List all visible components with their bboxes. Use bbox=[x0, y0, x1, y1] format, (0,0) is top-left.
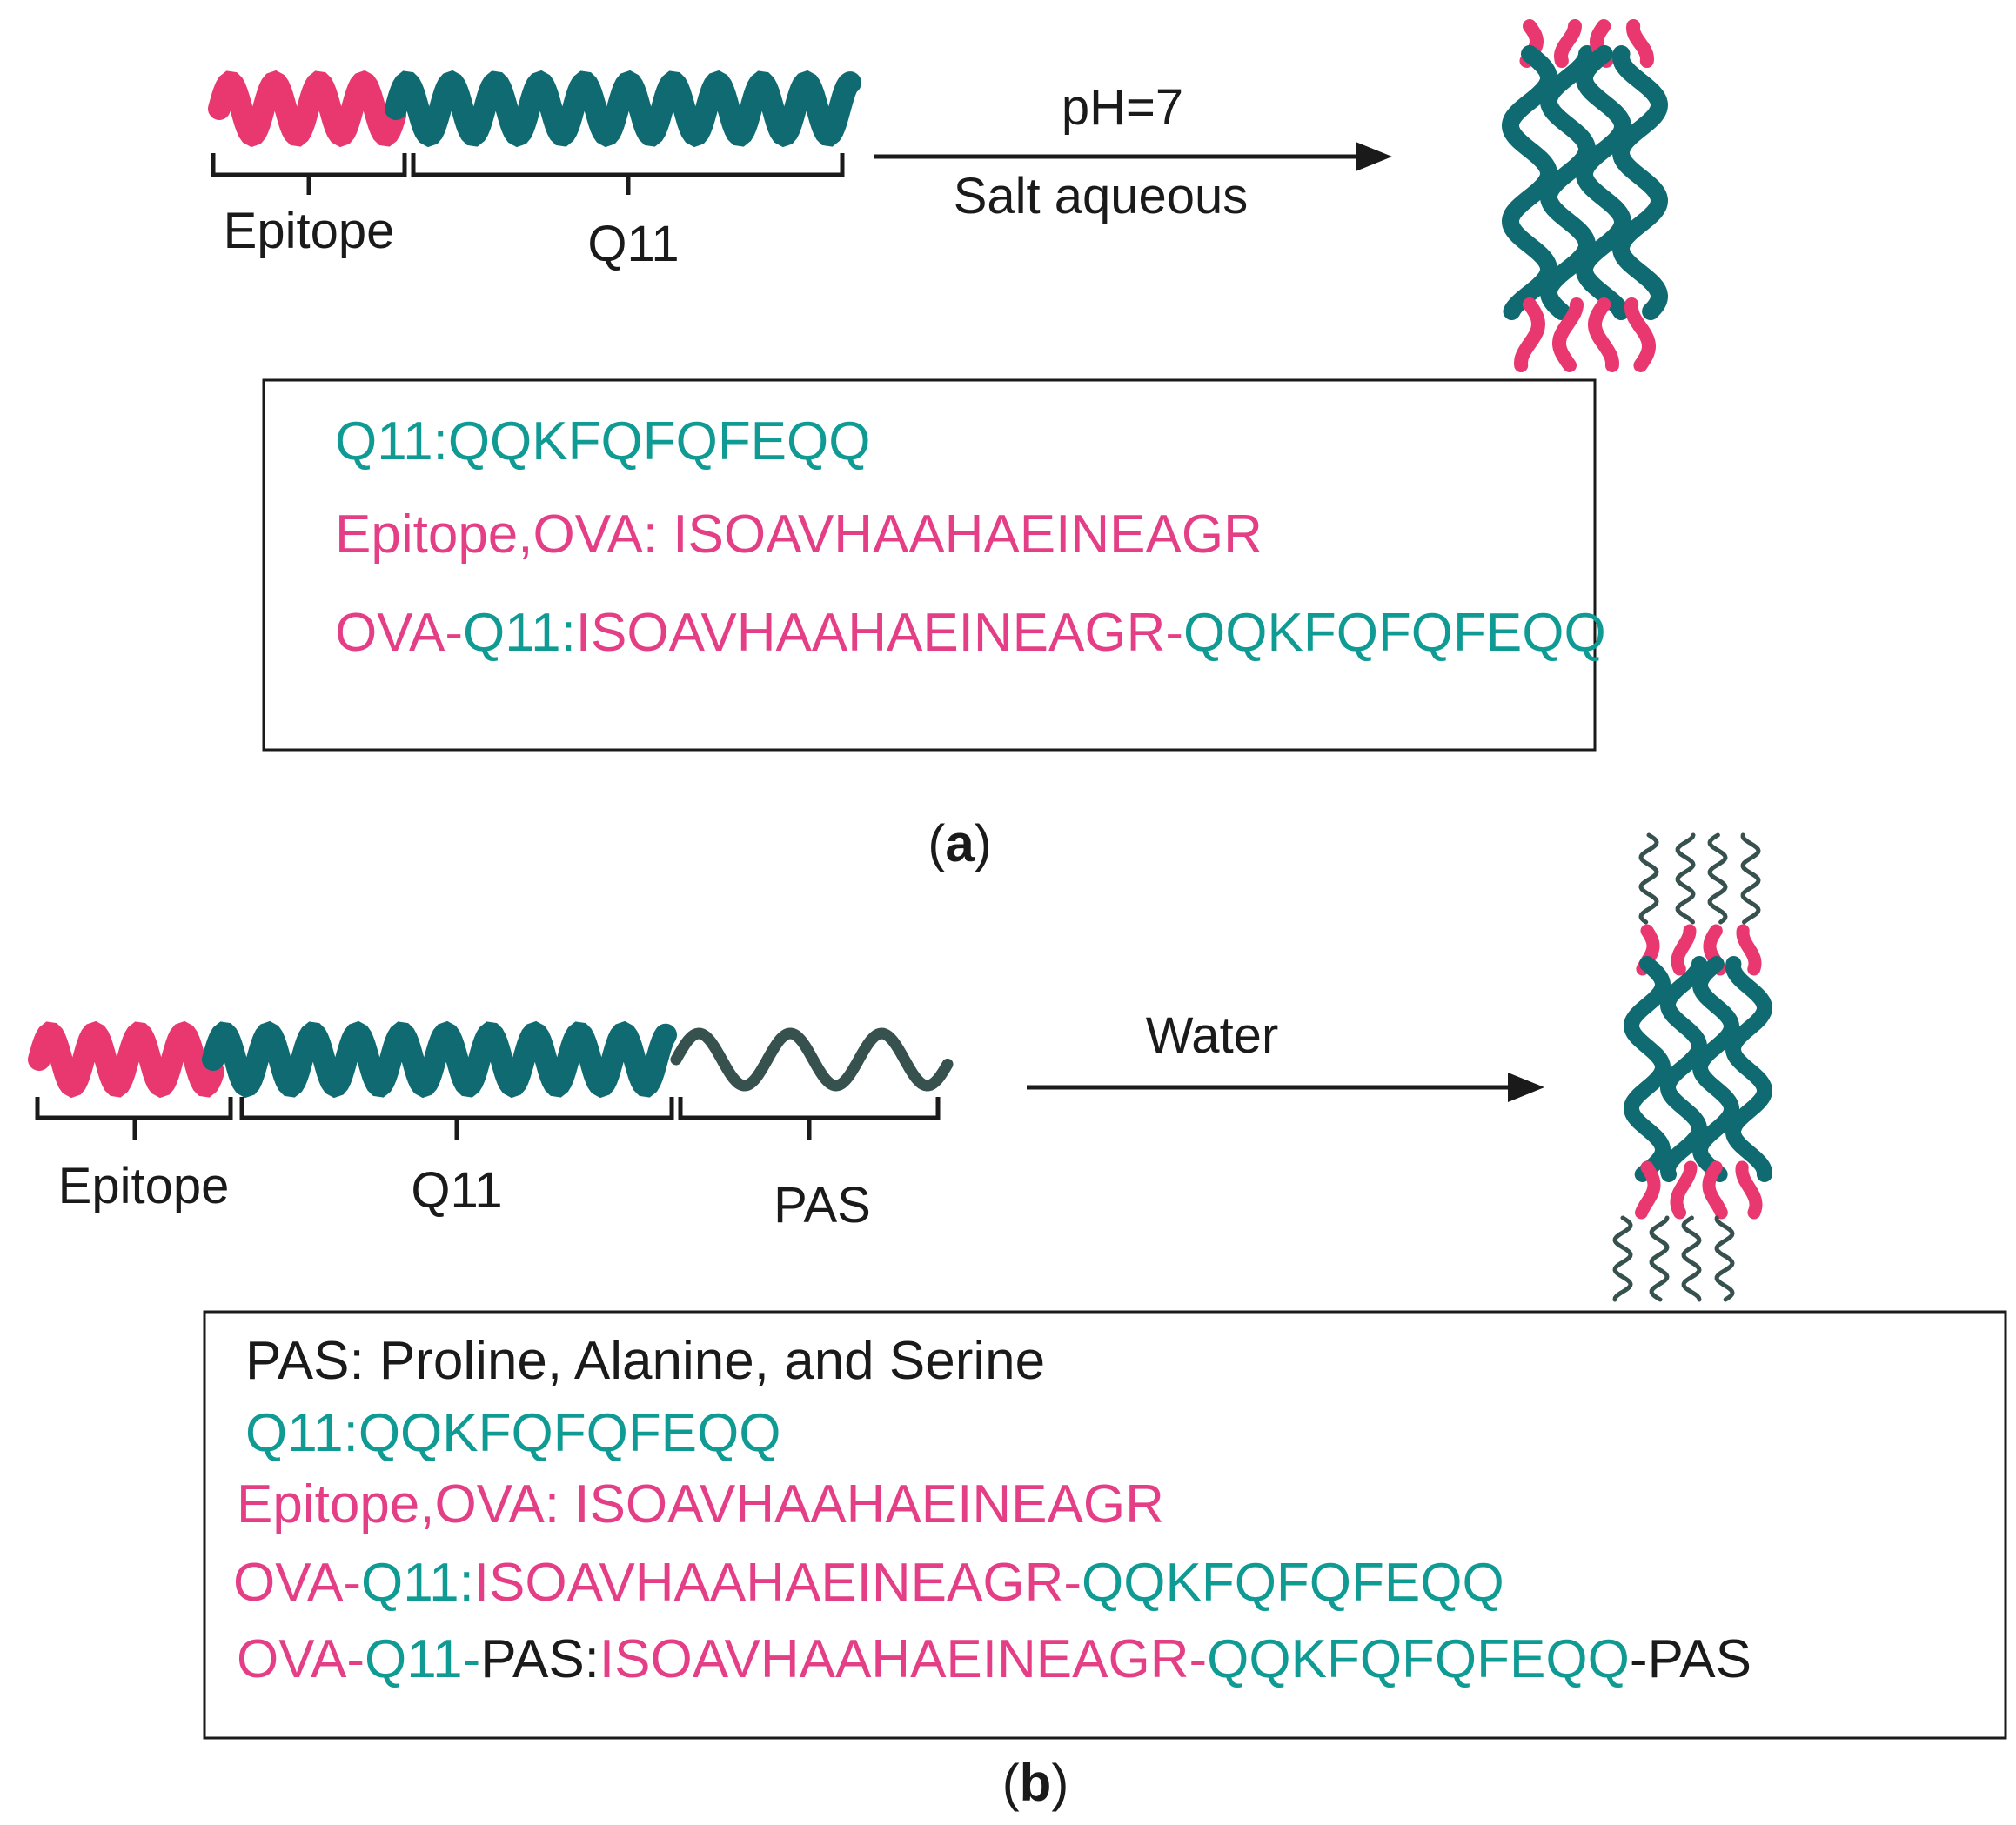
fiber-epitope-bottom bbox=[1588, 297, 1619, 372]
epitope-label-b: Epitope bbox=[58, 1158, 230, 1214]
seq-part: Q11- bbox=[365, 1629, 480, 1689]
fiber-pas-brush-bottom bbox=[1714, 1215, 1735, 1302]
seq-b-ova-q11: OVA-Q11:ISOAVHAAHAEINEAGR-QQKFQFQFEQQ bbox=[233, 1553, 1504, 1613]
fiber-pas-brush-top bbox=[1638, 832, 1659, 925]
arrow-condition-ph: pH=7 bbox=[1062, 79, 1183, 136]
nanofiber-bundle-b bbox=[1612, 832, 1772, 1302]
fiber-pas-brush-top bbox=[1740, 832, 1761, 925]
seq-b-q11: Q11:QQKFQFQFEQQ bbox=[245, 1403, 781, 1463]
q11-label-a: Q11 bbox=[587, 216, 679, 272]
fiber-epitope-top bbox=[1626, 19, 1654, 68]
panel-label-a: (a) bbox=[928, 814, 991, 872]
fiber-epitope-bottom bbox=[1670, 1160, 1698, 1220]
arrow-condition-water: Water bbox=[1146, 1007, 1279, 1064]
fiber-epitope-bottom bbox=[1624, 297, 1656, 372]
pas-coil-b bbox=[670, 1027, 954, 1092]
fiber-pas-brush-bottom bbox=[1612, 1215, 1633, 1302]
seq-b-epitope: Epitope,OVA: ISOAVHAAHAEINEAGR bbox=[237, 1474, 1164, 1534]
fiber-epitope-top bbox=[1554, 19, 1582, 68]
seq-a-epitope: Epitope,OVA: ISOAVHAAHAEINEAGR bbox=[335, 505, 1263, 565]
fiber-pas-brush-top bbox=[1707, 832, 1728, 925]
seq-part: Q11: bbox=[361, 1553, 474, 1613]
seq-part: ISOAVHAAHAEINEAGR- bbox=[474, 1553, 1082, 1613]
seq-part: OVA- bbox=[335, 603, 463, 663]
epitope-bracket-a bbox=[211, 153, 407, 195]
seq-a-q11: Q11:QQKFQFQFEQQ bbox=[335, 411, 871, 471]
reaction-arrow-a bbox=[874, 142, 1392, 171]
epitope-coil-a bbox=[208, 70, 406, 148]
panel-b: Epitope Q11 PAS Water PAS: Proline, Alan… bbox=[28, 832, 2007, 1812]
seq-part: OVA- bbox=[237, 1629, 365, 1689]
fiber-epitope-bottom bbox=[1514, 297, 1545, 372]
panel-a: Epitope Q11 pH=7 Salt aqueous Q11:QQKFQF… bbox=[208, 19, 1668, 872]
panel-a-brackets bbox=[211, 153, 845, 195]
paren-close: ) bbox=[975, 814, 992, 872]
fiber-pas-brush-bottom bbox=[1681, 1215, 1702, 1302]
seq-part: QQKFQFQFEQQ bbox=[1183, 603, 1606, 663]
paren-open: ( bbox=[928, 814, 945, 872]
fiber-q11-strand bbox=[1692, 956, 1739, 1182]
fiber-epitope-bottom bbox=[1552, 297, 1584, 372]
q11-bracket-b bbox=[239, 1097, 674, 1140]
seq-part: QQKFQFQFEQQ bbox=[1082, 1553, 1504, 1613]
reaction-arrow-b bbox=[1027, 1073, 1544, 1102]
seq-part: ISOAVHAAHAEINEAGR- bbox=[576, 603, 1183, 663]
epitope-coil-b bbox=[28, 1020, 224, 1099]
seq-part: Q11: bbox=[463, 603, 576, 663]
fiber-epitope-top bbox=[1671, 924, 1697, 976]
seq-part: -PAS bbox=[1630, 1629, 1751, 1689]
pas-bracket-b bbox=[678, 1097, 941, 1140]
fiber-epitope-bottom bbox=[1635, 1160, 1661, 1220]
seq-b-pas-definition: PAS: Proline, Alanine, and Serine bbox=[245, 1331, 1045, 1391]
pas-label-b: PAS bbox=[774, 1177, 871, 1233]
arrowhead-a bbox=[1356, 142, 1392, 171]
nanofiber-bundle-a bbox=[1502, 19, 1668, 372]
epitope-label-a: Epitope bbox=[224, 203, 395, 259]
fiber-q11-strand bbox=[1725, 956, 1772, 1182]
fiber-q11-strand bbox=[1540, 45, 1596, 320]
fiber-q11-strand bbox=[1660, 956, 1707, 1182]
panel-letter: b bbox=[1020, 1754, 1052, 1812]
fiber-pas-brush-top bbox=[1675, 832, 1696, 925]
arrowhead-b bbox=[1508, 1073, 1544, 1102]
panel-b-brackets bbox=[35, 1097, 941, 1140]
seq-part: OVA- bbox=[233, 1553, 361, 1613]
paren-open: ( bbox=[1002, 1754, 1020, 1812]
fiber-q11-strand bbox=[1624, 956, 1671, 1182]
q11-coil-b bbox=[202, 1020, 677, 1099]
panel-b-peptide bbox=[28, 1020, 954, 1099]
seq-a-ova-q11: OVA-Q11:ISOAVHAAHAEINEAGR-QQKFQFQFEQQ bbox=[335, 603, 1606, 663]
epitope-bracket-b bbox=[35, 1097, 233, 1140]
fiber-q11-strand bbox=[1576, 45, 1631, 320]
q11-label-b: Q11 bbox=[411, 1162, 502, 1219]
seq-part: ISOAVHAAHAEINEAGR- bbox=[599, 1629, 1207, 1689]
q11-coil-a bbox=[385, 70, 861, 148]
seq-part: QQKFQFQFEQQ bbox=[1207, 1629, 1630, 1689]
fiber-epitope-bottom bbox=[1735, 1160, 1763, 1220]
fiber-q11-strand bbox=[1612, 45, 1668, 320]
paren-close: ) bbox=[1051, 1754, 1068, 1812]
panel-label-b: (b) bbox=[1002, 1754, 1069, 1812]
fiber-epitope-bottom bbox=[1702, 1160, 1728, 1220]
arrow-condition-salt: Salt aqueous bbox=[954, 168, 1249, 224]
seq-part: PAS: bbox=[480, 1629, 599, 1689]
panel-letter: a bbox=[945, 814, 975, 872]
seq-b-ova-q11-pas: OVA-Q11-PAS:ISOAVHAAHAEINEAGR-QQKFQFQFEQ… bbox=[237, 1629, 1751, 1689]
fiber-epitope-top bbox=[1736, 924, 1762, 976]
q11-bracket-a bbox=[411, 153, 845, 195]
sequence-box-b bbox=[203, 1310, 2007, 1740]
fiber-pas-brush-bottom bbox=[1649, 1215, 1670, 1302]
sequence-box-a bbox=[262, 378, 1597, 752]
panel-a-peptide bbox=[208, 70, 861, 148]
